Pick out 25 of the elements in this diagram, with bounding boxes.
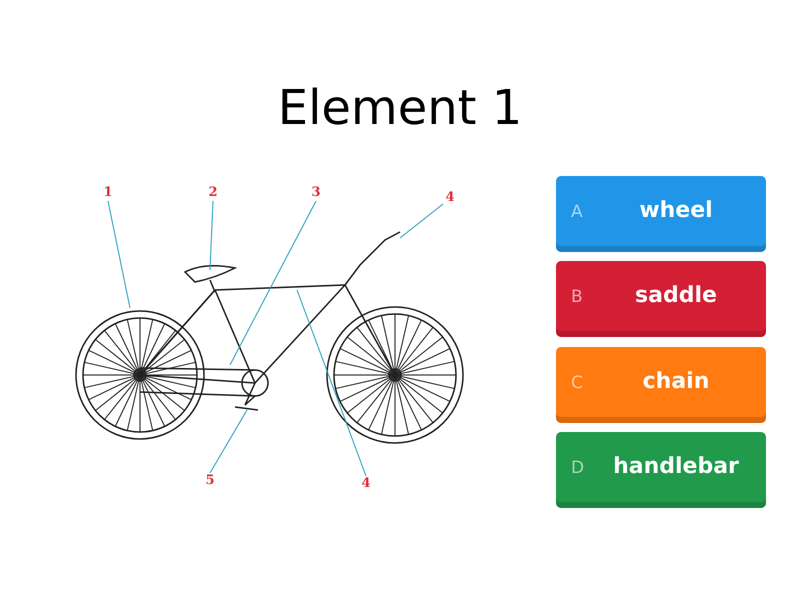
leader-line <box>210 410 248 474</box>
callout-number: 4 <box>443 190 457 206</box>
leader-line <box>230 200 316 366</box>
answer-text: saddle <box>634 283 718 308</box>
callout-number: 2 <box>206 185 220 201</box>
option-letter: A <box>571 202 583 222</box>
leader-line <box>210 200 214 270</box>
callout-number: 5 <box>203 473 217 489</box>
title: Element 1 <box>276 80 524 136</box>
leader-line <box>108 200 130 308</box>
callout-number: 3 <box>309 185 323 201</box>
option-letter: B <box>571 287 583 307</box>
option-letter: D <box>571 458 584 478</box>
callout-number: 1 <box>101 185 115 201</box>
answer-button <box>556 432 766 508</box>
answer-text: wheel <box>638 198 714 223</box>
answer-button <box>556 347 766 423</box>
leader-line <box>296 290 366 476</box>
answer-button <box>556 261 766 337</box>
leader-line <box>400 204 444 238</box>
answer-text: chain <box>642 369 710 394</box>
callout-number: 4 <box>359 476 373 492</box>
answer-button <box>556 176 766 252</box>
option-letter: C <box>571 373 583 393</box>
answer-text: handlebar <box>612 454 740 479</box>
